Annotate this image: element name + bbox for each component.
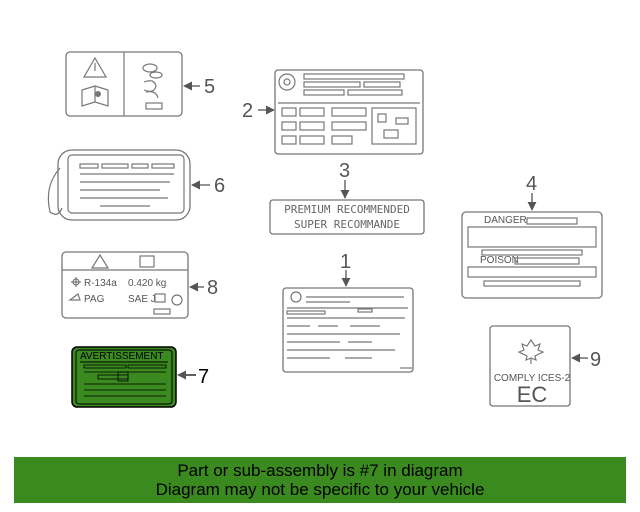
- compliance-text: COMPLY ICES-2: [494, 373, 571, 384]
- warning-triangle-icon: [90, 253, 110, 269]
- banner-line-1: Part or sub-assembly is #7 in diagram: [177, 461, 463, 480]
- parts-diagram: 5 2: [47, 51, 603, 408]
- label-9[interactable]: COMPLY ICES-2 EC 9: [489, 325, 601, 407]
- manual-book-icon: [81, 85, 109, 107]
- warning-triangle-icon: [82, 56, 108, 78]
- airbag-icon: [142, 63, 163, 99]
- snowflake-icon: [71, 277, 81, 287]
- callout-4: 4: [526, 173, 537, 195]
- book-icon: [139, 255, 155, 268]
- label-3-line1: PREMIUM RECOMMENDED: [284, 203, 410, 216]
- label-7-highlighted[interactable]: AVERTISSEMENT 7: [71, 346, 209, 408]
- label-4-danger: DANGER: [484, 215, 527, 226]
- label-6[interactable]: 6: [47, 149, 225, 221]
- oil-type: PAG: [84, 294, 105, 305]
- label-4-poison: POISON: [480, 255, 519, 266]
- label-3[interactable]: PREMIUM RECOMMENDED SUPER RECOMMANDE 3: [269, 160, 425, 235]
- callout-2: 2: [242, 100, 253, 122]
- refrigerant-amount: 0.420 kg: [128, 278, 166, 289]
- refrigerant-type: R-134a: [84, 278, 117, 289]
- sae-spec: SAE J: [128, 294, 156, 305]
- label-7-title: AVERTISSEMENT: [80, 351, 164, 362]
- mazda-logo-icon: [290, 291, 302, 303]
- label-4[interactable]: DANGER POISON 4: [461, 173, 603, 299]
- callout-5: 5: [204, 76, 215, 98]
- maple-leaf-icon: [517, 338, 545, 364]
- callout-1: 1: [340, 251, 351, 273]
- callout-9: 9: [590, 349, 601, 371]
- callout-7: 7: [198, 366, 209, 388]
- tire-icon: [278, 73, 296, 91]
- info-banner: Part or sub-assembly is #7 in diagram Di…: [14, 457, 626, 503]
- callout-6: 6: [214, 175, 225, 197]
- banner-line-2: Diagram may not be specific to your vehi…: [155, 480, 485, 499]
- label-2[interactable]: 2: [242, 69, 424, 155]
- callout-8: 8: [207, 277, 218, 299]
- label-1[interactable]: 1: [282, 251, 414, 373]
- oil-can-icon: [68, 293, 81, 301]
- callout-3: 3: [339, 160, 350, 182]
- compliance-ec: EC: [517, 382, 548, 407]
- label-5[interactable]: 5: [65, 51, 215, 117]
- label-8[interactable]: R-134a 0.420 kg PAG SAE J 8: [61, 251, 218, 319]
- label-3-line2: SUPER RECOMMANDE: [294, 218, 400, 231]
